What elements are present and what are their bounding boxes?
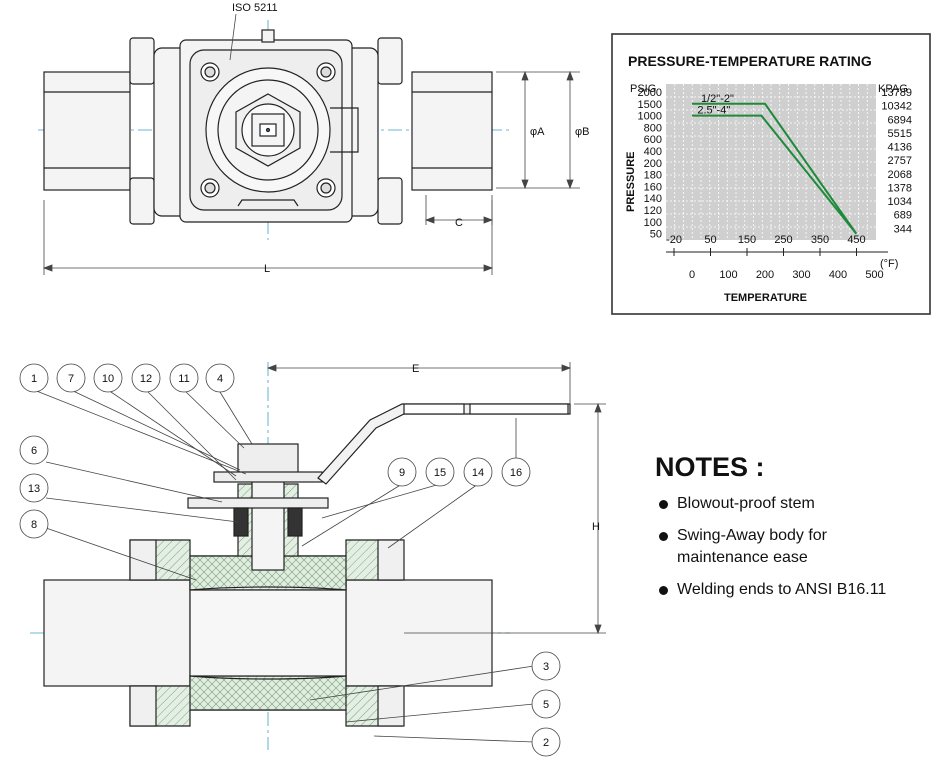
part-10: 10: [102, 373, 114, 385]
part-8: 8: [31, 519, 37, 531]
y-tick-psig: 400: [644, 146, 662, 158]
top-view-dimensions: [42, 13, 580, 275]
y-tick-kpag: 13789: [881, 87, 912, 99]
series-line: [692, 114, 858, 235]
x-tick-fahrenheit: 500: [865, 269, 883, 281]
dim-c-label: C: [455, 217, 463, 229]
note-text: Blowout-proof stem: [677, 495, 815, 512]
chart-title: PRESSURE-TEMPERATURE RATING: [628, 53, 872, 69]
y-tick-kpag: 4136: [888, 142, 912, 154]
y-tick-psig: 120: [644, 205, 662, 217]
part-4: 4: [217, 373, 223, 385]
part-7: 7: [68, 373, 74, 385]
y-tick-psig: 2000: [638, 87, 662, 99]
rating-chart-panel: 1/2"-2"2.5"-4" PRESSURE-TEMPERATURE RATI…: [611, 33, 931, 315]
part-3: 3: [543, 661, 549, 673]
dim-phi-b-label: φB: [575, 126, 589, 138]
y-tick-kpag: 6894: [888, 114, 912, 126]
y-tick-kpag: 689: [894, 210, 912, 222]
series-label: 2.5"-4": [697, 105, 730, 117]
part-12: 12: [140, 373, 152, 385]
part-13: 13: [28, 483, 40, 495]
x-axis-title: TEMPERATURE: [724, 292, 807, 304]
chart-series: 1/2"-2"2.5"-4": [692, 93, 858, 235]
dim-e-label: E: [412, 363, 419, 375]
note-item: Blowout-proof stem: [655, 493, 935, 515]
y-unit-kpag: KPAG: [878, 83, 908, 95]
x-tick-celsius: 250: [774, 234, 792, 246]
top-view: [38, 20, 510, 240]
part-numbers: 1 7 10 12 11 4 6 13 8 9 15 14 16 3 5 2: [28, 373, 549, 749]
x-tick-celsius: 450: [847, 234, 865, 246]
y-tick-psig: 180: [644, 170, 662, 182]
chart-grid: [666, 84, 876, 240]
y-unit-psig: PSIG: [630, 83, 656, 95]
y-axis-title: PRESSURE: [625, 151, 637, 212]
x-tick-fahrenheit: 400: [829, 269, 847, 281]
x-tick-celsius: 150: [738, 234, 756, 246]
x-tick-celsius: 350: [811, 234, 829, 246]
part-11: 11: [178, 373, 189, 385]
y-tick-psig: 1500: [638, 99, 662, 111]
y-tick-psig: 160: [644, 181, 662, 193]
notes-list: Blowout-proof stem Swing-Away body for ma…: [655, 493, 935, 601]
part-6: 6: [31, 445, 37, 457]
y-tick-psig: 100: [644, 217, 662, 229]
note-text: Welding ends to ANSI B16.11: [677, 581, 887, 598]
x-tick-fahrenheit: 0: [689, 269, 695, 281]
bullet-icon: [659, 500, 668, 509]
y-tick-psig: 600: [644, 134, 662, 146]
y-tick-kpag: 344: [894, 223, 912, 235]
y-tick-psig: 50: [650, 229, 662, 241]
part-2: 2: [543, 737, 549, 749]
x-tick-fahrenheit: 100: [719, 269, 737, 281]
series-label: 1/2"-2": [701, 93, 734, 105]
y-tick-kpag: 5515: [888, 128, 912, 140]
x-tick-fahrenheit: 300: [792, 269, 810, 281]
bullet-icon: [659, 532, 668, 541]
dim-l-label: L: [264, 263, 270, 275]
dim-h-label: H: [592, 521, 600, 533]
part-9: 9: [399, 467, 405, 479]
left-weld-end: [43, 71, 131, 191]
note-item: Welding ends to ANSI B16.11: [655, 579, 935, 601]
notes-panel: NOTES : Blowout-proof stem Swing-Away bo…: [655, 452, 935, 611]
right-weld-end: [411, 71, 493, 191]
iso-5211-label: ISO 5211: [232, 2, 278, 14]
dim-phi-a-label: φA: [530, 126, 545, 138]
y-tick-kpag: 1034: [888, 196, 912, 208]
note-text: Swing-Away body for: [677, 527, 827, 544]
x-unit-f: (°F): [880, 258, 898, 270]
part-16: 16: [510, 467, 522, 479]
notes-heading: NOTES :: [655, 452, 765, 482]
y-tick-psig: 140: [644, 193, 662, 205]
part-balloons: [19, 363, 561, 757]
x-tick-celsius: 50: [704, 234, 716, 246]
part-1: 1: [31, 373, 37, 385]
y-tick-psig: 200: [644, 158, 662, 170]
x-tick-fahrenheit: 200: [756, 269, 774, 281]
bullet-icon: [659, 586, 668, 595]
part-15: 15: [434, 467, 446, 479]
series-line: [692, 102, 858, 235]
y-tick-kpag: 2068: [888, 169, 912, 181]
section-view-dimensions: [33, 362, 606, 743]
y-tick-kpag: 10342: [881, 101, 912, 113]
y-tick-kpag: 2757: [888, 155, 912, 167]
section-view: [30, 362, 571, 750]
y-tick-psig: 800: [644, 122, 662, 134]
part-14: 14: [472, 467, 484, 479]
y-tick-psig: 1000: [638, 111, 662, 123]
chart-ticks: 2000150010008006004002001801601401201005…: [638, 87, 912, 281]
part-5: 5: [543, 699, 549, 711]
x-tick-celsius: -20: [666, 234, 682, 246]
y-tick-kpag: 1378: [888, 182, 912, 194]
note-item: Swing-Away body for maintenance ease: [655, 525, 935, 569]
note-text-line2: maintenance ease: [677, 549, 808, 566]
